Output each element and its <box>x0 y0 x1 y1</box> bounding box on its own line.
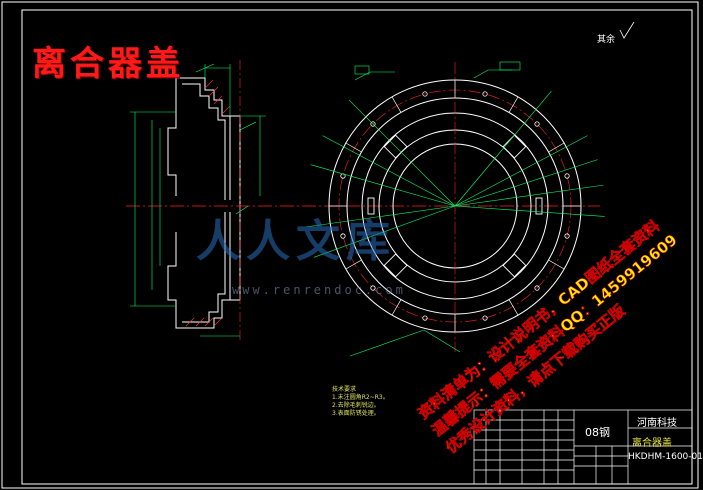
window-1 <box>502 253 527 278</box>
radial-line-8 <box>322 135 456 207</box>
window-5 <box>535 197 543 215</box>
radial-line-6 <box>306 205 456 228</box>
technical-requirements: 技术要求 1.未注圆角R2~R3。 2.去除毛刺锐边。 3.表面防锈处理。 <box>332 386 389 418</box>
title-block-grid <box>473 409 693 485</box>
title-block-part-name: 离合器盖 <box>632 438 672 449</box>
ring-slot-2 <box>548 259 565 270</box>
window-6 <box>367 197 375 215</box>
radial-line-9 <box>348 99 456 207</box>
watermark-logo: 人人文库 <box>196 216 396 267</box>
watermark-line-2: 温馨提示：需要全套资料QQ：1459919609 <box>428 231 680 440</box>
roughness-symbol <box>619 21 635 39</box>
bolt-hole-12 <box>564 173 570 179</box>
ring-slot-9 <box>391 96 402 113</box>
radial-dimension-lines <box>306 90 605 258</box>
end-view-slots <box>329 80 581 332</box>
bolt-hole-9 <box>422 91 428 97</box>
bolt-hole-5 <box>370 285 376 291</box>
end-view-leaders <box>349 61 521 357</box>
radial-line-10 <box>454 90 552 207</box>
tech-line-2: 2.去除毛刺锐边。 <box>332 402 380 409</box>
drawing-title: 离合器盖 <box>32 44 184 84</box>
watermark-url: www.renrendoc.com <box>232 283 406 297</box>
section-view <box>167 77 241 329</box>
title-block-drawing-code: HKDHM-1600-01 <box>628 452 703 462</box>
radial-line-5 <box>313 205 456 258</box>
radial-line-2 <box>454 159 598 207</box>
window-2 <box>383 253 408 278</box>
title-block-material: 08钢 <box>585 426 610 439</box>
ring-slot-11 <box>508 96 519 113</box>
title-block-company: 河南科技 <box>637 418 677 429</box>
roughness-note: 其余 <box>597 35 616 45</box>
watermark-line-1: 资料清单为：设计说明书，CAD图纸全套资料 <box>415 217 663 423</box>
radial-line-7 <box>310 164 456 207</box>
tech-line-3: 3.表面防锈处理。 <box>332 410 380 417</box>
ring-slot-5 <box>391 299 402 316</box>
bolt-hole-10 <box>482 91 488 97</box>
bolt-hole-8 <box>370 121 376 127</box>
ring-slot-3 <box>508 299 519 316</box>
bolt-hole-11 <box>534 121 540 127</box>
radial-line-4 <box>454 205 605 217</box>
bolt-hole-2 <box>534 285 540 291</box>
section-hatching <box>185 79 231 327</box>
bolt-hole-3 <box>482 315 488 321</box>
window-4 <box>502 134 527 159</box>
bolt-hole-6 <box>340 233 346 239</box>
ring-slot-12 <box>548 142 565 153</box>
bolt-hole-1 <box>564 233 570 239</box>
radial-line-3 <box>454 184 604 207</box>
ring-slot-8 <box>345 142 362 153</box>
bolt-hole-4 <box>422 315 428 321</box>
inner-frame <box>21 9 693 485</box>
ring-slot-6 <box>345 259 362 270</box>
tech-title: 技术要求 <box>332 386 357 393</box>
section-dimensions <box>130 64 266 337</box>
radial-line-1 <box>454 135 588 207</box>
tech-line-1: 1.未注圆角R2~R3。 <box>332 394 389 401</box>
section-leaders <box>195 63 257 215</box>
